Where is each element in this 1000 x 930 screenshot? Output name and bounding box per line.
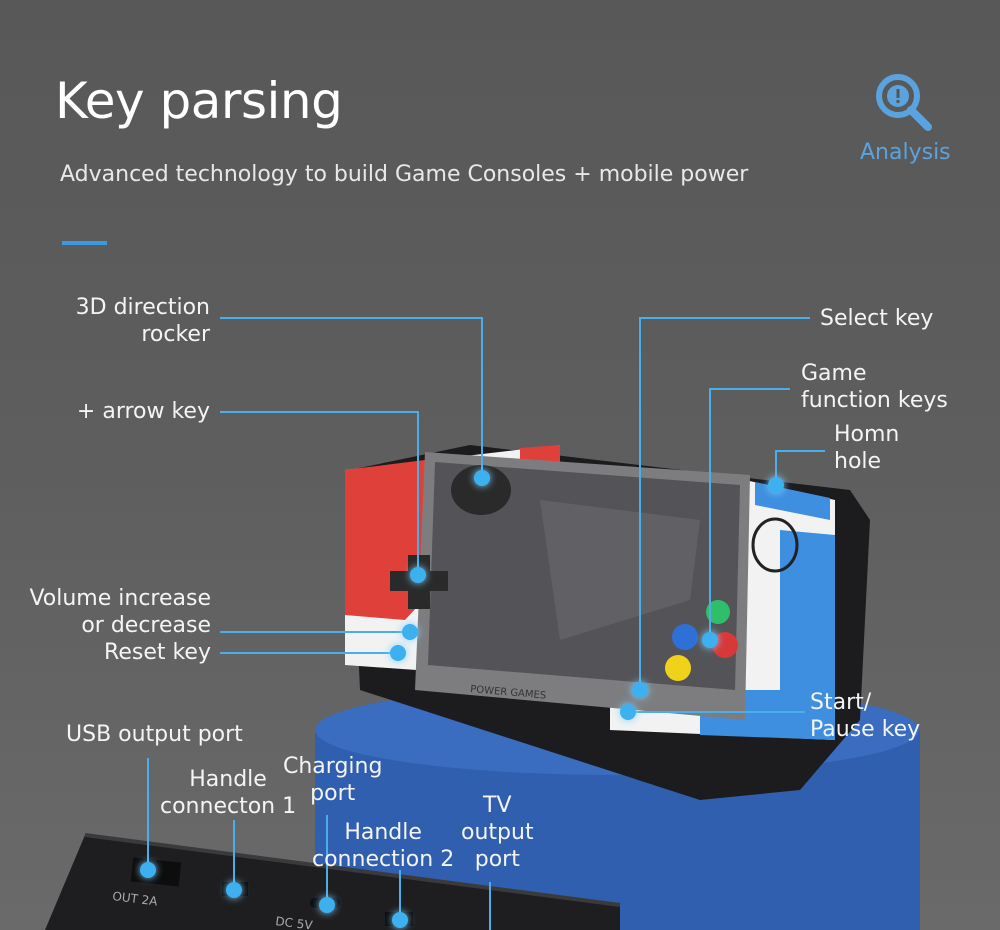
dc-port-label: DC 5V [275,914,314,930]
page-title: Key parsing [55,72,343,130]
analysis-label: Analysis [860,140,951,165]
analysis-badge: Analysis [860,70,951,165]
label-reset-key: Reset key [104,640,211,665]
page-subtitle: Advanced technology to build Game Consol… [60,162,749,187]
label-arrow-key: + arrow key [76,399,210,424]
label-start-pause-key: Start/Pause key [810,690,921,742]
usb-port-label: OUT 2A [112,889,159,909]
accent-divider [62,241,107,245]
label-usb-output-port: USB output port [66,722,243,747]
magnifier-gear-alert-icon [875,74,932,131]
label-select-key: Select key [820,306,934,331]
